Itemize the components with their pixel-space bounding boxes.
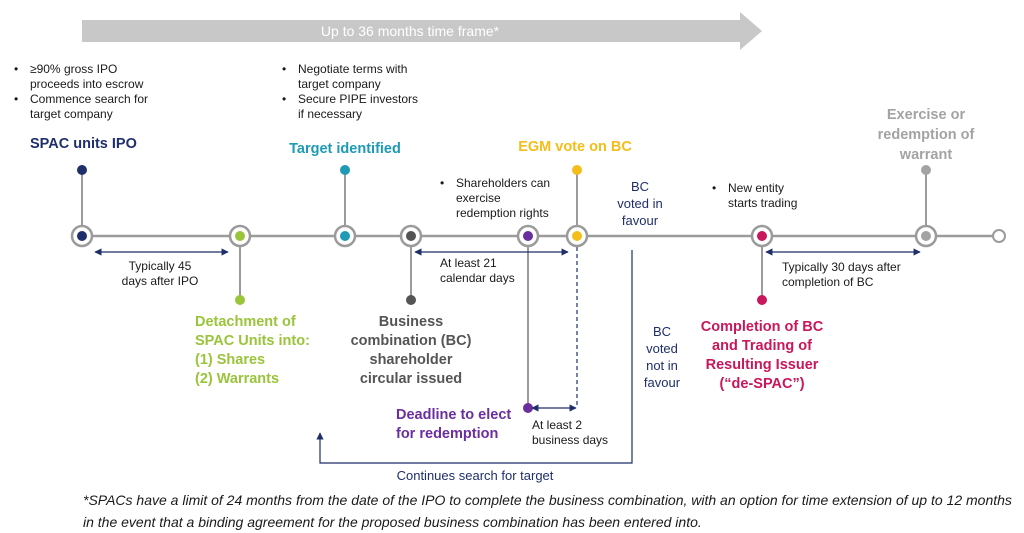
bc-voted-in-favour: BC voted in favour xyxy=(617,179,663,228)
ipo-note-1-cont: proceeds into escrow xyxy=(30,77,144,91)
target-note-1-cont: target company xyxy=(298,77,381,91)
circular-title: Business combination (BC) shareholder ci… xyxy=(350,314,472,387)
warrant-title: Exercise or redemption of warrant xyxy=(877,107,975,163)
target-note-1: Negotiate terms with xyxy=(282,62,418,77)
target-title: Target identified xyxy=(289,141,401,157)
continues-search-bracket xyxy=(316,250,633,464)
ipo-node-core xyxy=(77,231,87,241)
timeframe-label: Up to 36 months time frame* xyxy=(320,23,500,39)
egm-stem-dot xyxy=(572,165,582,175)
detachment-title: Detachment of SPAC Units into: (1) Share… xyxy=(195,314,310,387)
circular-node-core xyxy=(406,231,416,241)
redemption-rights-note-cont-2: redemption rights xyxy=(456,206,549,220)
detachment-stem-dot xyxy=(235,295,245,305)
egm-node-core xyxy=(572,231,582,241)
bc-voted-not-in-favour: BC voted not in favour xyxy=(643,324,681,390)
redemption-rights-note-cont-1: exercise xyxy=(456,191,501,205)
target-note-2: Secure PIPE investors xyxy=(282,92,418,107)
ipo-stem-dot xyxy=(77,165,87,175)
circular-stem-dot xyxy=(406,295,416,305)
redemption-deadline-title: Deadline to elect for redemption xyxy=(396,407,512,442)
completion-title: Completion of BC and Trading of Resultin… xyxy=(700,319,824,392)
target-notes: Negotiate terms with target company Secu… xyxy=(282,62,418,122)
completion-note: New entity xyxy=(712,181,797,196)
continues-search-label: Continues search for target xyxy=(396,468,554,483)
timeline-end-marker xyxy=(992,229,1006,243)
completion-stem-dot xyxy=(757,295,767,305)
gap-deadline-egm-label: At least 2 business days xyxy=(532,418,609,447)
warrant-stem-dot xyxy=(921,165,931,175)
gap-circular-egm-label: At least 21 calendar days xyxy=(440,256,515,285)
completion-node-core xyxy=(757,231,767,241)
target-stem-dot xyxy=(340,165,350,175)
redemption-node-core xyxy=(523,231,533,241)
completion-note-cont: starts trading xyxy=(728,196,798,210)
timeframe-arrow xyxy=(82,12,762,50)
egm-title: EGM vote on BC xyxy=(518,139,632,155)
redemption-rights-notes: Shareholders can exercise redemption rig… xyxy=(440,176,550,221)
warrant-node-core xyxy=(921,231,931,241)
detachment-node-core xyxy=(235,231,245,241)
ipo-note-2-cont: target company xyxy=(30,107,113,121)
target-note-2-cont: if necessary xyxy=(298,107,363,121)
gap-completion-warrant-label: Typically 30 days after completion of BC xyxy=(782,260,901,289)
footnote: *SPACs have a limit of 24 months from th… xyxy=(83,492,1012,530)
completion-notes: New entity starts trading xyxy=(712,181,797,211)
redemption-rights-note: Shareholders can xyxy=(440,176,550,191)
ipo-note-1: ≥90% gross IPO xyxy=(14,62,148,77)
gap-ipo-detachment-label: Typically 45 days after IPO xyxy=(121,259,199,288)
target-node-core xyxy=(340,231,350,241)
redemption-stem-dot xyxy=(523,403,533,413)
ipo-notes: ≥90% gross IPO proceeds into escrow Comm… xyxy=(14,62,148,122)
ipo-note-2: Commence search for xyxy=(14,92,148,107)
ipo-title: SPAC units IPO xyxy=(30,136,137,152)
